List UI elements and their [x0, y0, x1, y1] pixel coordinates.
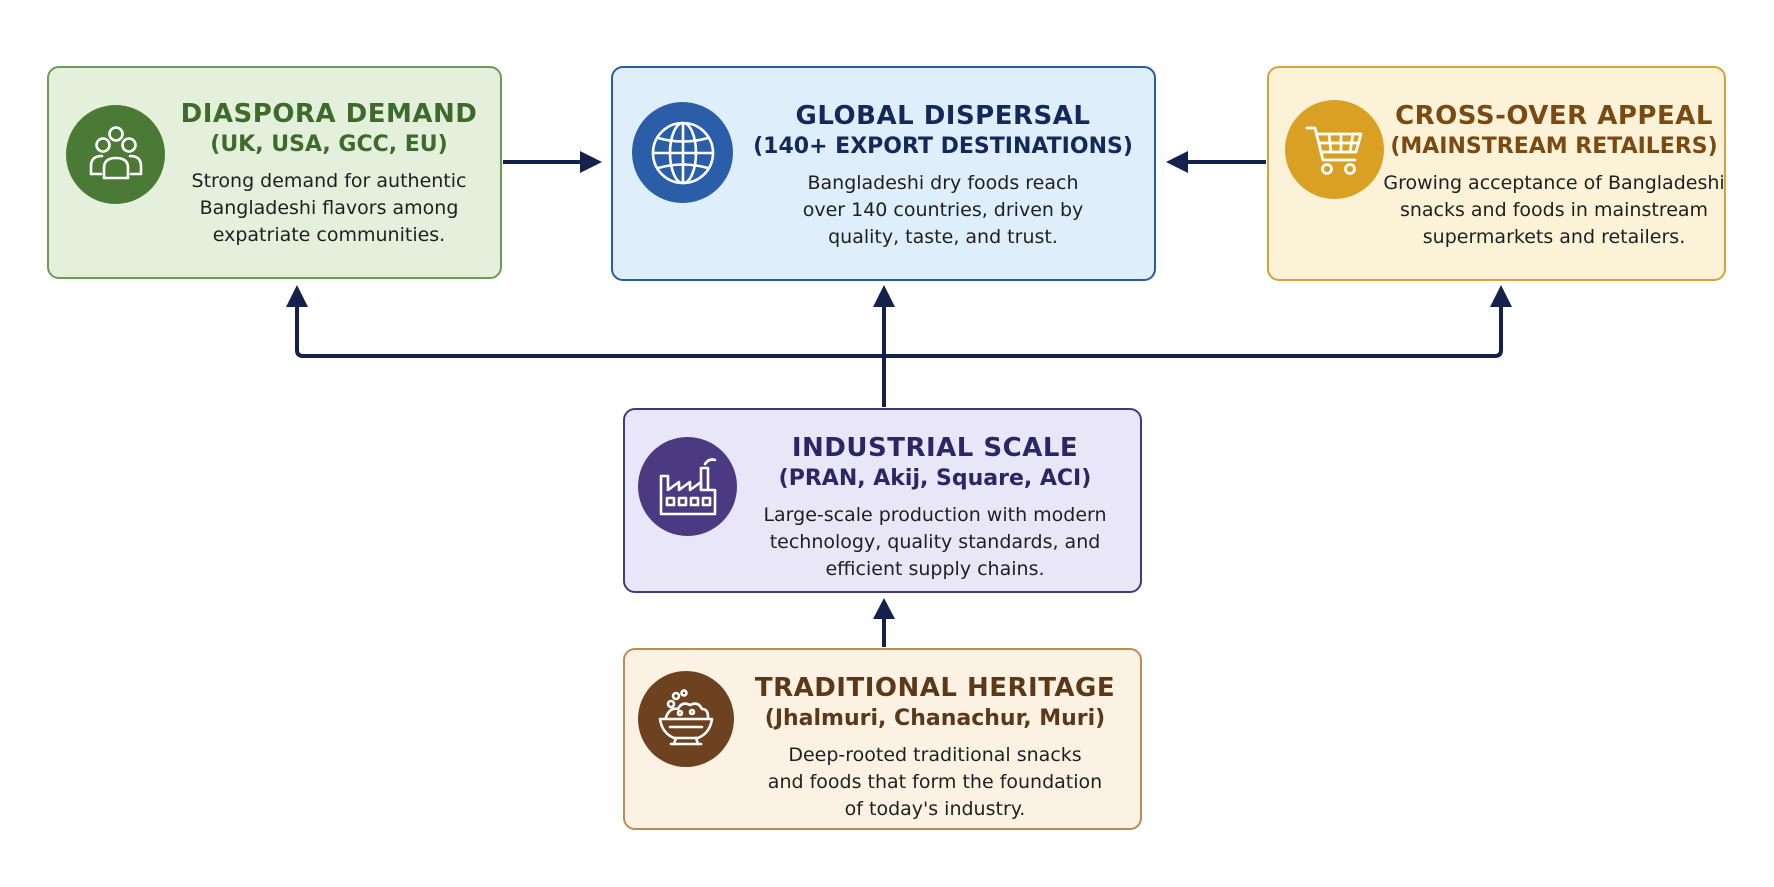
industrial-scale-node: INDUSTRIAL SCALE (PRAN, Akij, Square, AC…	[623, 408, 1142, 593]
diaspora-demand-node: DIASPORA DEMAND (UK, USA, GCC, EU) Stron…	[47, 66, 502, 279]
description-line: expatriate communities.	[212, 224, 446, 246]
heritage-text: TRADITIONAL HERITAGE (Jhalmuri, Chanachu…	[740, 672, 1130, 823]
arrowhead-diaspora-bottom	[286, 285, 308, 307]
description-line: snacks and foods in mainstream	[1399, 199, 1709, 221]
description-line: Bangladeshi dry foods reach	[807, 172, 1079, 194]
description-line: Deep-rooted traditional snacks	[788, 744, 1082, 766]
global-dispersal-node: GLOBAL DISPERSAL (140+ EXPORT DESTINATIO…	[611, 66, 1156, 281]
description-line: quality, taste, and trust.	[828, 226, 1058, 248]
shopping-cart-icon	[1285, 100, 1384, 199]
node-description: Large-scale production with modern techn…	[763, 502, 1106, 583]
factory-icon	[638, 437, 737, 536]
description-line: Large-scale production with modern	[763, 504, 1107, 526]
description-line: over 140 countries, driven by	[802, 199, 1084, 221]
node-title: TRADITIONAL HERITAGE	[754, 673, 1116, 703]
node-subtitle: (140+ EXPORT DESTINATIONS)	[753, 134, 1133, 159]
arrowhead-global-bottom	[873, 285, 895, 307]
description-line: and foods that form the foundation	[767, 771, 1103, 793]
arrowhead-industrial-bottom	[873, 598, 895, 619]
node-subtitle: (MAINSTREAM RETAILERS)	[1390, 134, 1718, 159]
description-line: Strong demand for authentic	[191, 170, 467, 192]
arrowhead-global-left	[580, 151, 602, 173]
description-line: efficient supply chains.	[825, 558, 1045, 580]
node-description: Deep-rooted traditional snacks and foods…	[768, 742, 1102, 823]
node-subtitle: (PRAN, Akij, Square, ACI)	[778, 466, 1092, 491]
arrowhead-global-right	[1166, 151, 1188, 173]
arrowhead-crossover-bottom	[1490, 285, 1512, 307]
node-description: Strong demand for authentic Bangladeshi …	[192, 168, 467, 249]
diaspora-text: DIASPORA DEMAND (UK, USA, GCC, EU) Stron…	[179, 98, 479, 249]
node-subtitle: (Jhalmuri, Chanachur, Muri)	[764, 706, 1106, 731]
traditional-heritage-node: TRADITIONAL HERITAGE (Jhalmuri, Chanachu…	[623, 648, 1142, 830]
description-line: Bangladeshi flavors among	[199, 197, 459, 219]
node-description: Growing acceptance of Bangladeshi snacks…	[1383, 170, 1724, 251]
global-text: GLOBAL DISPERSAL (140+ EXPORT DESTINATIO…	[743, 100, 1143, 251]
description-line: supermarkets and retailers.	[1422, 226, 1686, 248]
node-title: DIASPORA DEMAND	[180, 99, 478, 129]
industrial-text: INDUSTRIAL SCALE (PRAN, Akij, Square, AC…	[740, 432, 1130, 583]
food-bowl-icon	[638, 671, 734, 767]
description-line: technology, quality standards, and	[769, 531, 1101, 553]
node-subtitle: (UK, USA, GCC, EU)	[210, 132, 448, 157]
description-line: Growing acceptance of Bangladeshi	[1383, 172, 1725, 194]
globe-icon	[632, 102, 733, 203]
crossover-text: CROSS-OVER APPEAL (MAINSTREAM RETAILERS)…	[1383, 100, 1724, 251]
cross-over-appeal-node: CROSS-OVER APPEAL (MAINSTREAM RETAILERS)…	[1267, 66, 1726, 281]
edge-industrial-to-diaspora-and-crossover	[295, 292, 1503, 358]
node-title: CROSS-OVER APPEAL	[1395, 101, 1713, 131]
node-description: Bangladeshi dry foods reach over 140 cou…	[803, 170, 1084, 251]
people-group-icon	[66, 105, 165, 204]
description-line: of today's industry.	[844, 798, 1026, 820]
node-title: GLOBAL DISPERSAL	[795, 101, 1091, 131]
node-title: INDUSTRIAL SCALE	[791, 433, 1079, 463]
